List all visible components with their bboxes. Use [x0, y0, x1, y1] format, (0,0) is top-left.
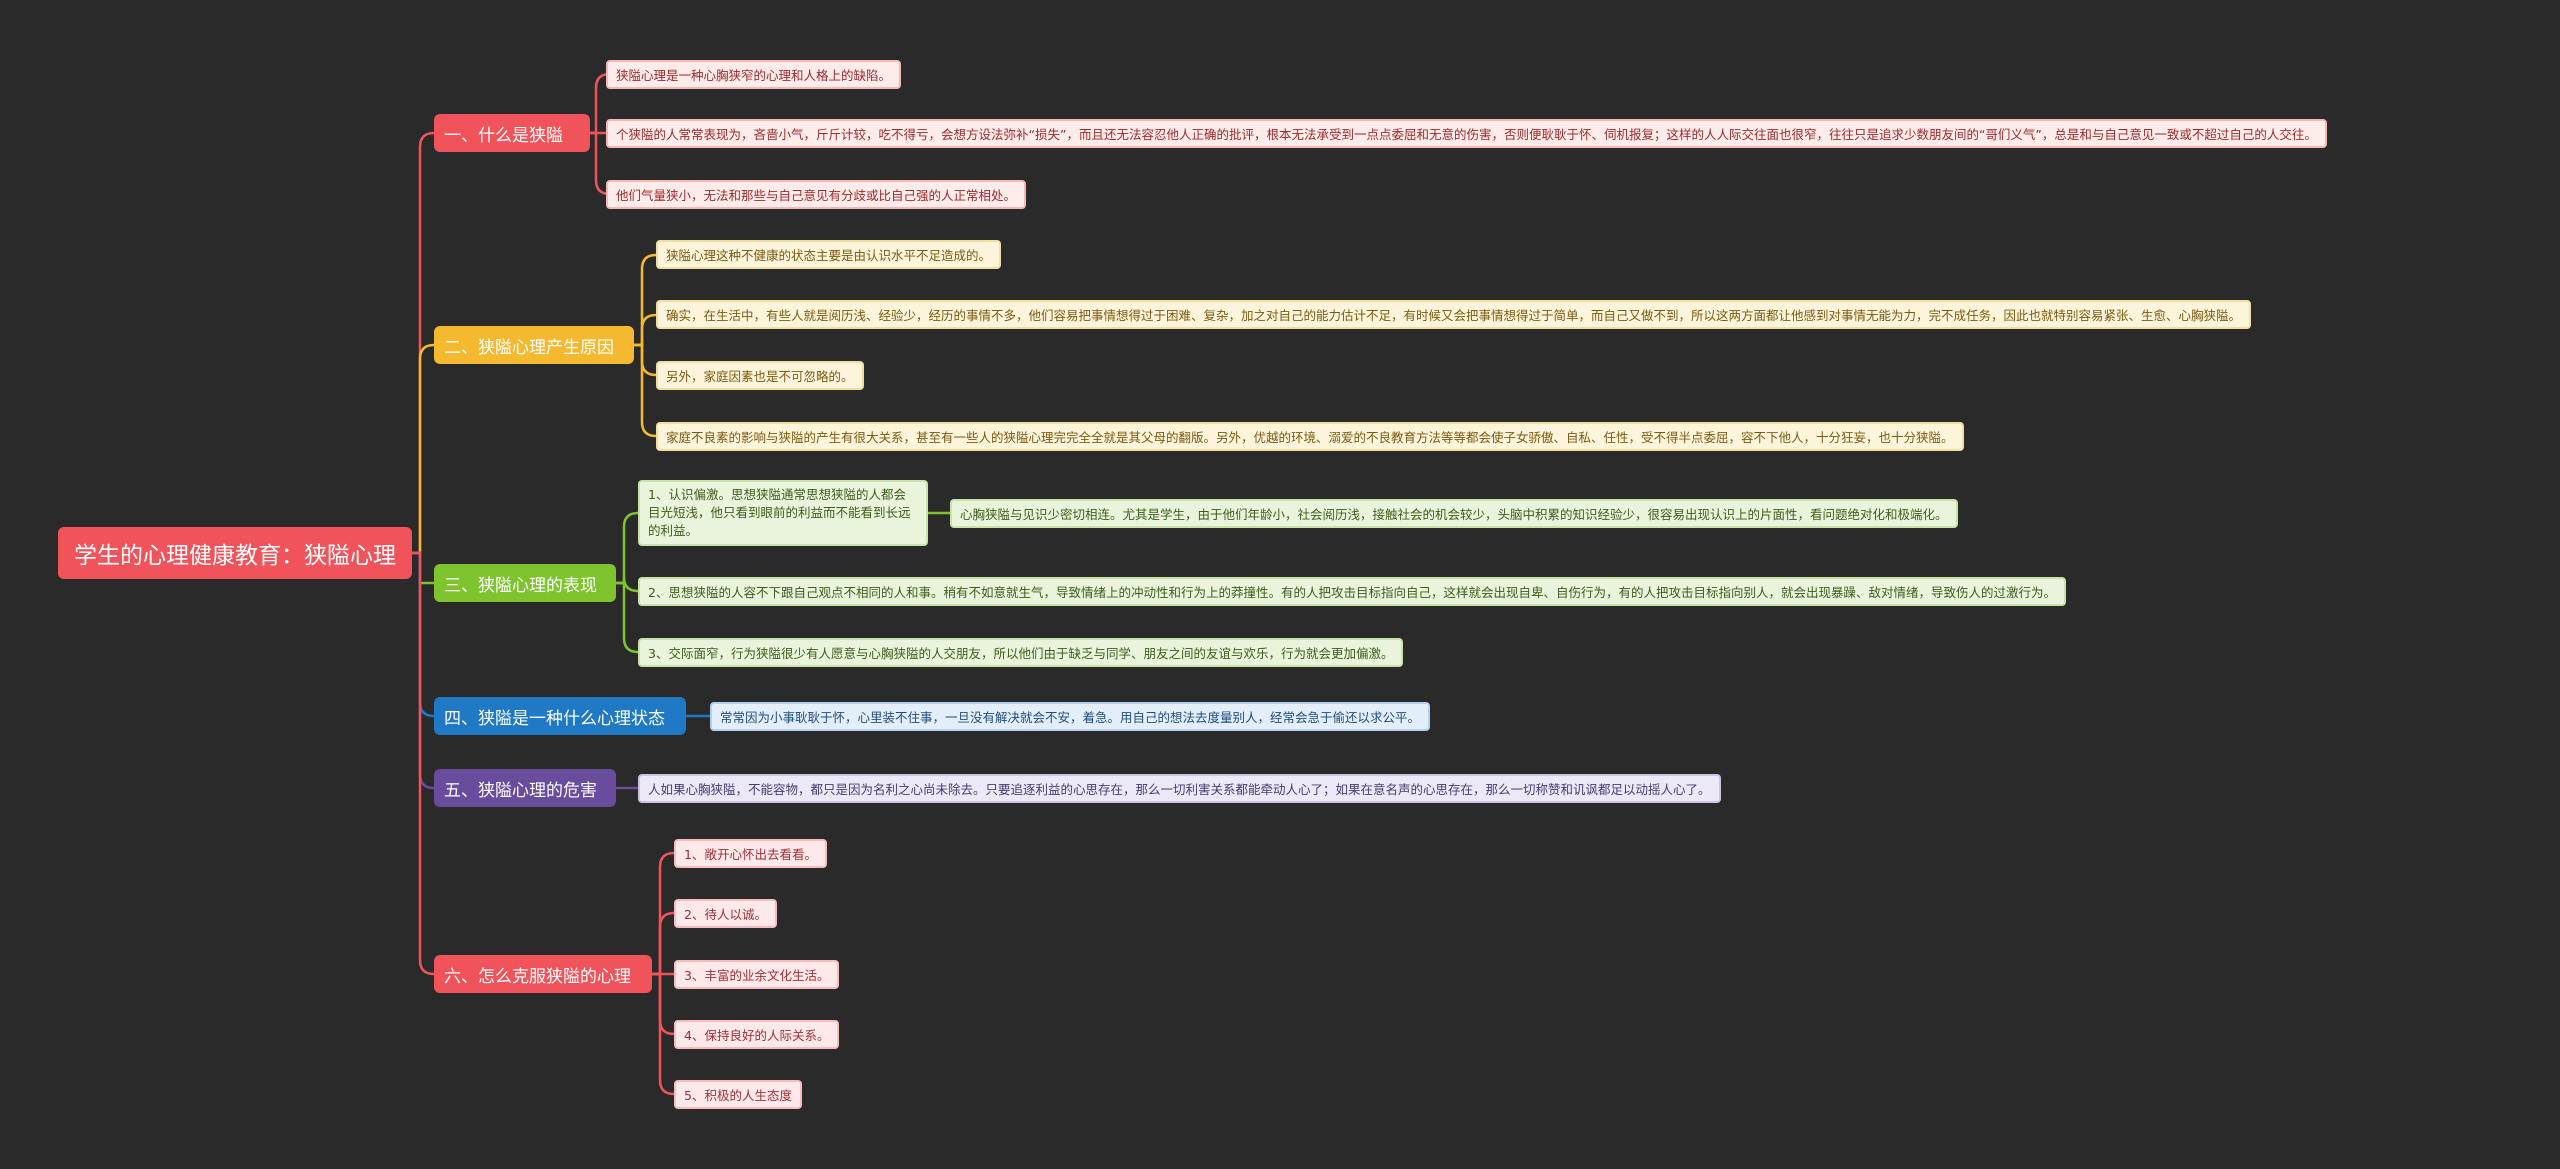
b5-item-1[interactable]: 人如果心胸狭隘，不能容物，都只是因为名利之心尚未除去。只要追逐利益的心思存在，那… [638, 774, 1721, 803]
link-b3-1 [616, 511, 639, 585]
branch-2-causes[interactable]: 二、狭隘心理产生原因 [434, 326, 634, 364]
b6-item-3[interactable]: 3、丰富的业余文化生活。 [674, 960, 840, 989]
b4-item-1[interactable]: 常常因为小事耿耿于怀，心里装不住事，一旦没有解决就会不安，着急。用自己的想法去度… [710, 702, 1431, 731]
link-b6-1 [652, 851, 675, 976]
b6-item-1[interactable]: 1、敞开心怀出去看看。 [674, 839, 827, 868]
branch-5-harms[interactable]: 五、狭隘心理的危害 [434, 769, 616, 807]
link-b6-2 [652, 911, 675, 976]
b1-item-1[interactable]: 狭隘心理是一种心胸狭窄的心理和人格上的缺陷。 [606, 60, 902, 89]
b2-item-2[interactable]: 确实，在生活中，有些人就是阅历浅、经验少，经历的事情不多，他们容易把事情想得过于… [656, 300, 2252, 329]
b3-item-3[interactable]: 3、交际面窄，行为狭隘很少有人愿意与心胸狭隘的人交朋友，所以他们由于缺乏与同学、… [638, 638, 1404, 667]
b1-item-3[interactable]: 他们气量狭小，无法和那些与自己意见有分歧或比自己强的人正常相处。 [606, 180, 1027, 209]
b2-item-3[interactable]: 另外，家庭因素也是不可忽略的。 [656, 361, 864, 390]
branch-1-what-is-narrowness[interactable]: 一、什么是狭隘 [434, 114, 590, 152]
b2-item-1[interactable]: 狭隘心理这种不健康的状态主要是由认识水平不足造成的。 [656, 240, 1002, 269]
link-root-b6 [412, 551, 435, 976]
b6-item-5[interactable]: 5、积极的人生态度 [674, 1080, 802, 1109]
link-b3-2 [616, 576, 639, 593]
b2-item-4[interactable]: 家庭不良素的影响与狭隘的产生有很大关系，甚至有一些人的狭隘心理完完全全就是其父母… [656, 422, 1964, 451]
link-b2-1 [634, 253, 657, 347]
branch-6-how-to-overcome[interactable]: 六、怎么克服狭隘的心理 [434, 955, 652, 993]
link-b6-5 [652, 972, 675, 1096]
b3-item-2[interactable]: 2、思想狭隘的人容不下跟自己观点不相同的人和事。稍有不如意就生气，导致情绪上的冲… [638, 577, 2066, 606]
link-b2-2 [634, 313, 657, 347]
link-root-b2 [412, 343, 435, 555]
b3-item-1-detail[interactable]: 心胸狭隘与见识少密切相连。尤其是学生，由于他们年龄小，社会阅历浅，接触社会的机会… [950, 499, 1958, 528]
b3-item-1[interactable]: 1、认识偏激。思想狭隘通常思想狭隘的人都会目光短浅，他只看到眼前的利益而不能看到… [638, 480, 928, 546]
link-root-b1 [412, 131, 435, 555]
branch-3-manifestations[interactable]: 三、狭隘心理的表现 [434, 564, 616, 602]
branch-4-mental-state[interactable]: 四、狭隘是一种什么心理状态 [434, 697, 686, 735]
link-root-b4 [412, 551, 435, 718]
link-root-b3 [412, 551, 434, 585]
b6-item-2[interactable]: 2、待人以诚。 [674, 899, 777, 928]
link-b3-3 [616, 581, 639, 654]
b6-item-4[interactable]: 4、保持良好的人际关系。 [674, 1020, 840, 1049]
root-topic[interactable]: 学生的心理健康教育：狭隘心理 [58, 527, 412, 579]
link-root-b5 [412, 551, 435, 790]
link-b2-3 [634, 343, 657, 377]
link-b6-4 [652, 972, 675, 1036]
b1-item-2[interactable]: 个狭隘的人常常表现为，吝啬小气，斤斤计较，吃不得亏，会想方设法弥补“损失”，而且… [606, 119, 2327, 148]
link-b2-4 [634, 343, 657, 438]
